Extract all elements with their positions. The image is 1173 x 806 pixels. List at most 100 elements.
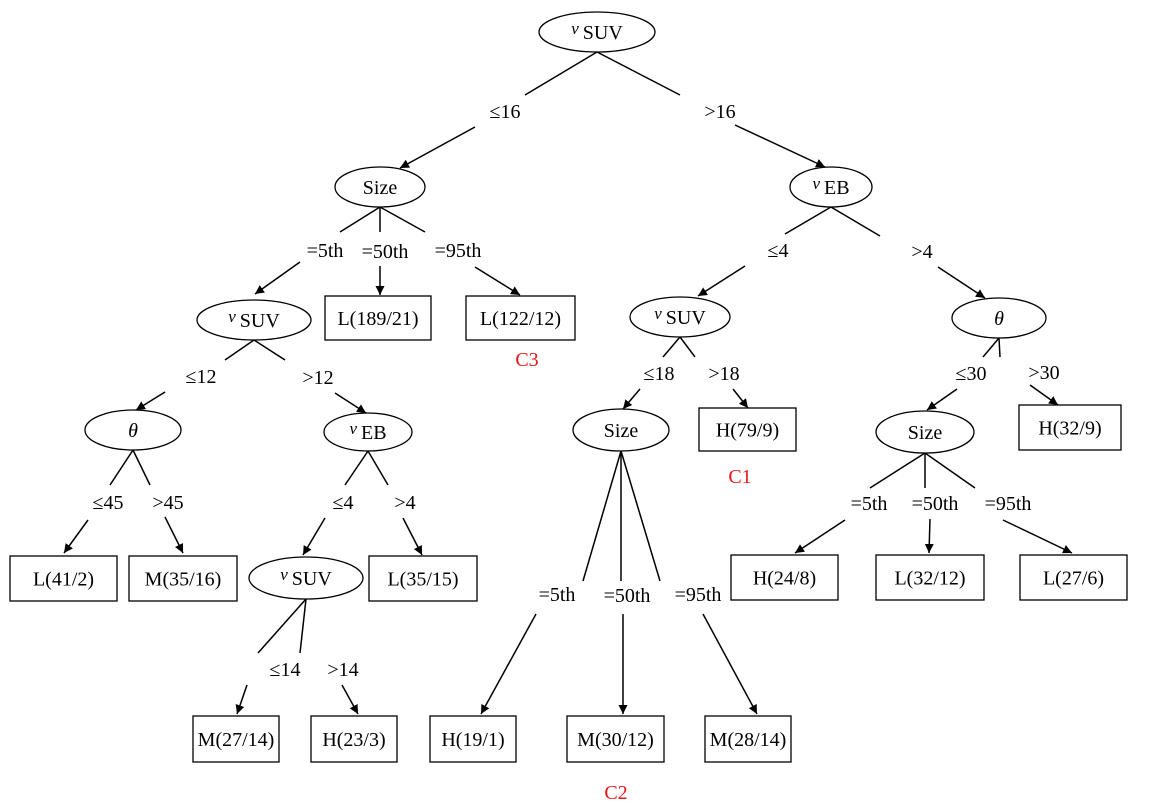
leaf-node-l2: L(122/12) <box>465 295 576 341</box>
decision-node-ellipse <box>629 296 731 338</box>
leaf-node-label: L(189/21) <box>337 308 418 330</box>
leaf-node-box <box>128 555 238 602</box>
edge-label: ≤4 <box>768 240 789 262</box>
e-theta1-gt45-line <box>132 449 151 486</box>
cluster-annotation-c2: C2 <box>604 782 627 804</box>
e-root-le16-line <box>524 51 598 96</box>
leaf-node-box <box>429 715 517 763</box>
edge-label: ≤30 <box>956 363 987 385</box>
e-vsuv2-le12-line <box>224 339 255 361</box>
e-veb1-gt4-line <box>830 206 881 237</box>
e-vsuv4-gt18-line <box>679 336 696 358</box>
e-size3-95th-arrow <box>1002 519 1073 554</box>
decision-node-ellipse <box>248 556 364 600</box>
edge-label: =5th <box>539 584 576 606</box>
decision-node-ellipse <box>323 412 413 452</box>
edge-label: >4 <box>394 492 415 514</box>
e-vsuv3-le14-line <box>257 598 307 654</box>
edge-label: >14 <box>327 659 358 681</box>
e-vsuv4-gt18-arrow <box>732 388 749 409</box>
e-vsuv3-gt14-arrow <box>341 684 359 715</box>
leaf-node-label: H(32/9) <box>1038 418 1101 440</box>
leaf-node-label: M(30/12) <box>577 729 654 751</box>
e-size1-5th-line <box>339 206 381 233</box>
e-theta2-le30-arrow <box>926 388 958 411</box>
decision-node-label: Size <box>363 177 398 199</box>
e-theta1-gt45-arrow <box>164 516 184 554</box>
leaf-node-label: H(24/8) <box>753 568 816 590</box>
e-veb2-gt4-arrow <box>402 517 423 556</box>
leaf-node-l4: M(35/16) <box>128 555 238 602</box>
leaf-node-box <box>1019 554 1128 601</box>
e-size2-5th-line <box>582 450 622 582</box>
leaf-node-label: H(79/9) <box>716 420 779 442</box>
leaf-node-box <box>310 715 398 763</box>
cluster-annotation-c1: C1 <box>728 466 751 488</box>
edge-label: >12 <box>302 367 333 389</box>
leaf-node-l5: L(35/15) <box>368 555 478 602</box>
leaf-node-label: L(27/6) <box>1043 568 1104 590</box>
e-size1-5th-arrow <box>254 261 301 295</box>
e-size2-95th-line <box>620 450 661 582</box>
leaf-node-label: H(23/3) <box>322 729 385 751</box>
decision-node-n-size2: Size <box>572 408 670 452</box>
edge-label: >30 <box>1028 362 1059 384</box>
leaf-node-l15: L(27/6) <box>1019 554 1128 601</box>
e-vsuv2-gt12-line <box>253 339 286 361</box>
edge-label: =95th <box>985 493 1032 515</box>
e-theta2-le30-line <box>982 337 1000 358</box>
leaf-node-box <box>875 554 985 601</box>
e-theta2-gt30-line <box>998 337 1001 358</box>
decision-node-ellipse <box>572 408 670 452</box>
decision-node-ellipse <box>84 409 182 451</box>
leaf-node-l3: L(41/2) <box>9 555 118 602</box>
decision-node-label: θ <box>994 308 1004 330</box>
e-veb1-le4-line <box>784 206 832 235</box>
leaf-node-label: M(28/14) <box>710 729 787 751</box>
e-size3-5th-arrow <box>794 519 846 554</box>
e-theta1-le45-arrow <box>63 519 89 554</box>
e-theta1-le45-line <box>109 449 134 486</box>
leaf-node-box <box>704 715 792 763</box>
e-size2-5th-arrow <box>480 613 537 715</box>
leaf-node-l10: M(30/12) <box>566 715 665 763</box>
decision-node-ellipse <box>789 166 873 208</box>
e-vsuv3-gt14-line <box>299 598 307 654</box>
edge-labels-layer: ≤16>16=5th=50th=95th≤12>12≤45>45≤4>4≤14>… <box>93 101 1060 681</box>
decision-node-label: Size <box>908 422 943 444</box>
leaf-node-l6: M(27/14) <box>192 715 280 763</box>
leaf-node-box <box>465 295 576 341</box>
e-veb2-gt4-line <box>367 450 389 486</box>
decision-node-ellipse <box>538 11 656 53</box>
e-veb2-le4-line <box>344 450 369 486</box>
leaf-node-box <box>368 555 478 602</box>
edge-label: =5th <box>851 493 888 515</box>
edge-label: =5th <box>307 240 344 262</box>
edge-label: =95th <box>435 240 482 262</box>
decision-node-n-size1: Size <box>334 166 426 208</box>
decision-node-n-theta1: θ <box>84 409 182 451</box>
leaf-node-l8: H(79/9) <box>698 407 797 452</box>
e-vsuv3-le14-arrow <box>235 684 248 715</box>
edge-label: =50th <box>604 585 651 607</box>
leaf-node-label: M(35/16) <box>145 569 222 591</box>
leaf-node-l9: H(19/1) <box>429 715 517 763</box>
edge-label: ≤16 <box>490 101 521 123</box>
leaf-node-label: L(122/12) <box>480 308 561 330</box>
e-root-gt16-line <box>596 51 681 96</box>
e-vsuv2-le12-arrow <box>135 391 166 411</box>
leaf-node-l1: L(189/21) <box>324 295 432 341</box>
decision-node-label: Size <box>604 420 639 442</box>
leaf-node-l7: H(23/3) <box>310 715 398 763</box>
e-size3-5th-line <box>869 452 926 489</box>
edge-label: >18 <box>708 363 739 385</box>
leaf-node-label: M(27/14) <box>198 729 275 751</box>
e-size3-95th-line <box>924 452 976 489</box>
e-root-gt16-arrow <box>734 124 826 168</box>
